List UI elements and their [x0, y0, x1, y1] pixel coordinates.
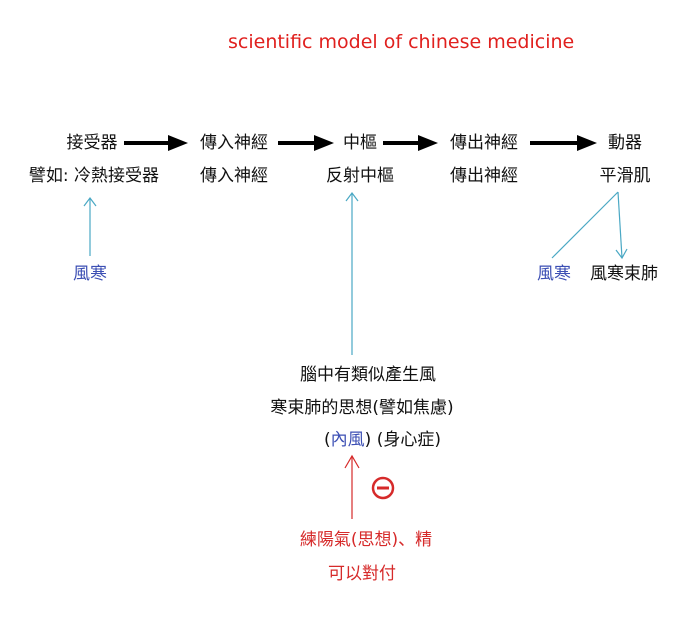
mind-line-3: (內風) (身心症)	[324, 430, 441, 450]
arrowhead-effector-lung	[615, 248, 628, 260]
node-effector: 動器	[608, 133, 642, 153]
inner-wind-label: 內風	[330, 430, 365, 450]
node-efferent: 傳出神經	[450, 133, 518, 153]
example-center: 反射中樞	[326, 166, 394, 186]
arrowhead-mind-center	[345, 192, 359, 202]
remedy-line-1: 練陽氣(思想)、精	[299, 530, 433, 550]
remedy-line-2: 可以對付	[328, 564, 396, 584]
mind-line-1: 腦中有類似產生風	[300, 365, 436, 385]
paren-close: )	[364, 430, 372, 450]
arrowhead-3	[418, 135, 438, 151]
arrowhead-remedy	[344, 454, 360, 469]
node-center: 中樞	[343, 133, 377, 153]
arrowhead-4	[577, 135, 597, 151]
arrowhead-2	[314, 135, 334, 151]
right-input-label: 風寒	[537, 264, 571, 284]
arrow-effector-to-lung	[617, 191, 623, 259]
node-receptor: 接受器	[66, 133, 118, 153]
example-afferent: 傳入神經	[200, 166, 268, 186]
arrowhead-wind-receptor	[83, 197, 97, 207]
example-efferent: 傳出神經	[450, 166, 518, 186]
chain-arrows	[124, 135, 597, 151]
arrowhead-1	[168, 135, 188, 151]
example-receptor: 譬如: 冷熱接受器	[28, 166, 160, 186]
left-input-label: 風寒	[73, 264, 107, 284]
right-output-label: 風寒束肺	[590, 264, 658, 284]
node-afferent: 傳入神經	[200, 133, 268, 153]
inhibition-arrow	[344, 454, 395, 519]
example-effector: 平滑肌	[599, 166, 651, 186]
teal-arrows	[83, 191, 628, 355]
mind-line-2: 寒束肺的思想(譬如焦慮)	[270, 398, 454, 418]
paren-open: (	[324, 430, 331, 450]
line-effector-to-wind	[551, 191, 619, 259]
psychosomatic-label: (身心症)	[376, 430, 441, 450]
diagram-title: scientific model of chinese medicine	[228, 31, 575, 53]
minus-circle-icon	[371, 476, 395, 500]
